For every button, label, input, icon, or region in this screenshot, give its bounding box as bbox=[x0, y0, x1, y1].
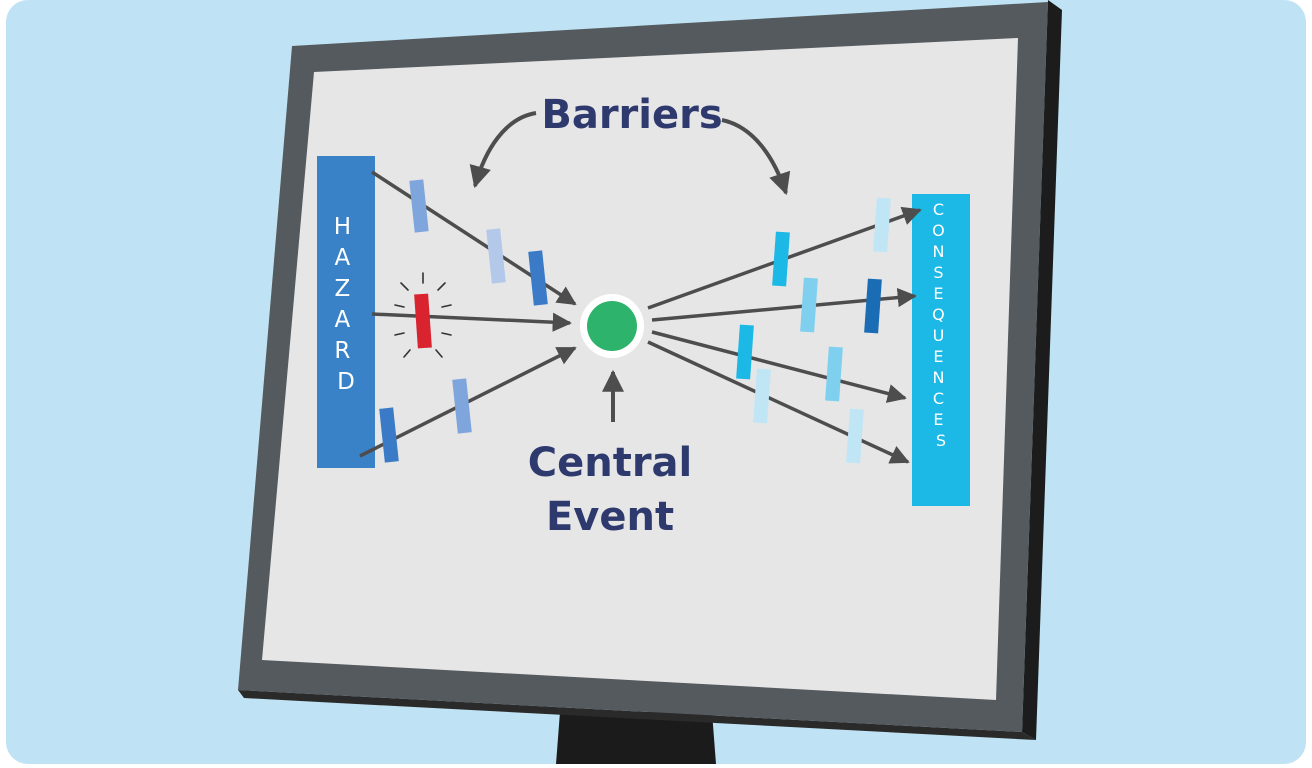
monitor-stand bbox=[556, 712, 716, 764]
consequences-label: C O N S E Q U E N C E S bbox=[932, 200, 950, 450]
barrier bbox=[409, 179, 429, 233]
hazard-letter: D bbox=[337, 369, 355, 395]
barrier bbox=[379, 407, 399, 463]
monitor-bottom-edge bbox=[238, 690, 1036, 740]
consequences-bar bbox=[912, 194, 970, 506]
consequence-arrow-3 bbox=[651, 330, 907, 403]
central-event-label-line1: Central bbox=[528, 440, 693, 486]
monitor-side bbox=[1022, 0, 1062, 740]
hazard-letter: Z bbox=[334, 276, 350, 302]
consequences-letter: S bbox=[936, 431, 946, 450]
barrier bbox=[846, 408, 864, 464]
barrier bbox=[753, 368, 771, 424]
barriers-arrow-left bbox=[469, 111, 537, 189]
barrier bbox=[825, 346, 843, 402]
barrier bbox=[452, 378, 472, 434]
barrier bbox=[864, 278, 882, 334]
threat-arrow-middle bbox=[371, 312, 572, 332]
hazard-letter: A bbox=[334, 245, 350, 271]
barriers-title: Barriers bbox=[541, 92, 722, 138]
consequences-letter: E bbox=[933, 284, 943, 303]
hazard-letter: R bbox=[334, 338, 350, 364]
consequences-letter: N bbox=[932, 242, 944, 261]
barrier bbox=[873, 197, 891, 253]
screen bbox=[262, 38, 1018, 700]
consequences-letter: C bbox=[933, 200, 944, 219]
barrier bbox=[736, 324, 754, 380]
barrier bbox=[800, 277, 818, 333]
consequences-letter: Q bbox=[932, 305, 945, 324]
consequences-letter: S bbox=[933, 263, 943, 282]
central-event-dot bbox=[587, 301, 637, 351]
barrier bbox=[528, 250, 548, 306]
barriers-arrow-right bbox=[721, 118, 791, 196]
consequences-letter: N bbox=[932, 368, 944, 387]
hazard-label: H A Z A R D bbox=[334, 214, 359, 395]
consequences-letter: C bbox=[933, 389, 944, 408]
consequences-letter: E bbox=[933, 410, 943, 429]
hazard-letter: H bbox=[334, 214, 351, 240]
failed-barrier bbox=[394, 272, 452, 358]
hazard-letter: A bbox=[334, 307, 350, 333]
barrier bbox=[486, 228, 506, 284]
central-event-label-line2: Event bbox=[546, 494, 674, 540]
consequence-arrow-4 bbox=[647, 340, 910, 464]
hazard-bar bbox=[317, 156, 375, 468]
consequences-letter: E bbox=[933, 347, 943, 366]
barrier bbox=[772, 231, 790, 287]
consequences-letter: U bbox=[933, 326, 945, 345]
consequences-letter: O bbox=[932, 221, 945, 240]
